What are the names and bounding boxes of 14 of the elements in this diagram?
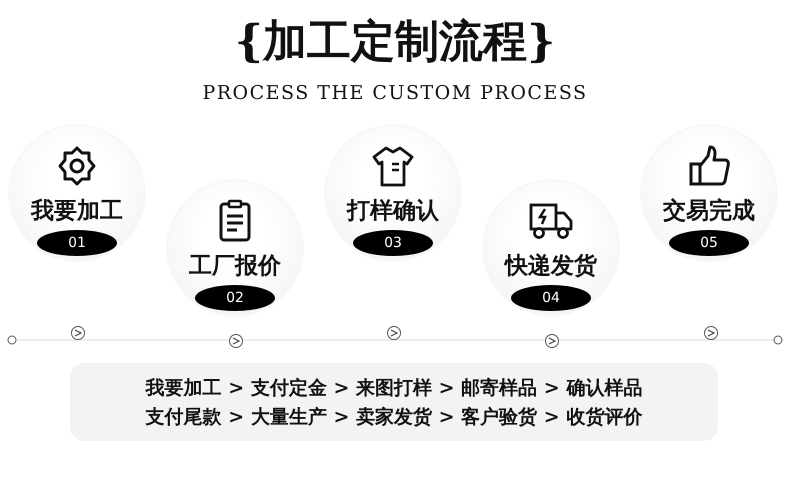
step-number: 04 [511, 285, 591, 311]
step-title: 打样确认 [345, 197, 440, 226]
step-title: 快递发货 [503, 252, 598, 281]
step-title: 交易完成 [662, 197, 756, 226]
step-number: 01 [37, 230, 117, 256]
process-steps-text: 支付尾款 > 大量生产 > 卖家发货 > 客户验货 > 收货评价 [144, 405, 644, 430]
process-steps-text: 我要加工 > 支付定金 > 来图打样 > 邮寄样品 > 确认样品 [144, 376, 644, 401]
step-title: 我要加工 [30, 197, 124, 226]
step-number: 02 [195, 285, 275, 311]
title: {加工定制流程} [234, 15, 556, 69]
step-number: 05 [669, 230, 749, 256]
subtitle: PROCESS THE CUSTOM PROCESS [201, 81, 589, 106]
step-title: 工厂报价 [188, 252, 282, 281]
step-number: 03 [353, 230, 433, 256]
